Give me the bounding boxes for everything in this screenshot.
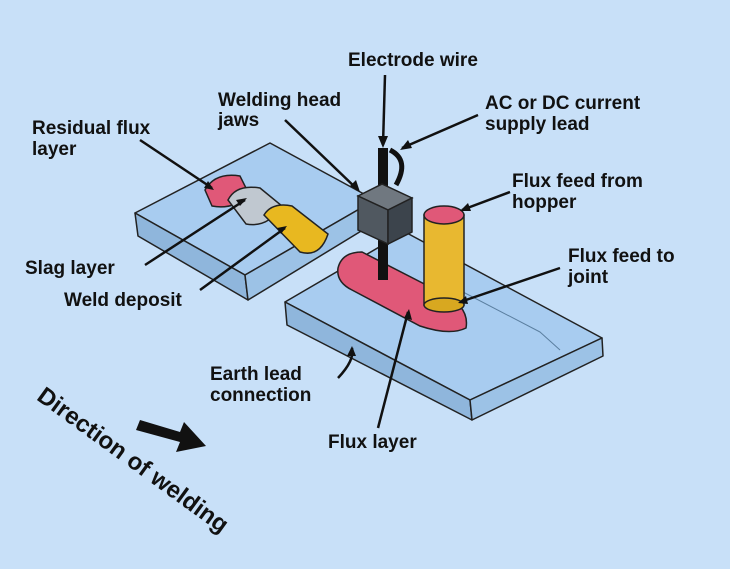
leader-arrowheads — [204, 136, 471, 356]
weld-deposit-bead — [263, 204, 329, 254]
label-earth-lead-line2: connection — [210, 385, 312, 406]
label-residual-flux-line1: Residual flux — [32, 118, 151, 139]
label-supply-lead-line2: supply lead — [485, 114, 590, 135]
label-flux-feed-joint-line1: Flux feed to — [568, 246, 675, 267]
label-flux-feed-joint-line2: joint — [568, 267, 609, 288]
label-flux-feed-hopper-line1: Flux feed from — [512, 171, 643, 192]
label-slag-layer: Slag layer — [25, 258, 115, 279]
label-residual-flux-line2: layer — [32, 139, 77, 160]
label-supply-lead-line1: AC or DC current — [485, 93, 641, 114]
label-welding-head-jaws-line2: jaws — [218, 110, 260, 131]
label-flux-feed-hopper-line2: hopper — [512, 192, 577, 213]
label-weld-deposit: Weld deposit — [64, 290, 182, 311]
label-earth-lead-line1: Earth lead — [210, 364, 302, 385]
label-flux-layer: Flux layer — [328, 432, 417, 453]
supply-lead-hook — [388, 147, 405, 187]
flux-hopper-tube — [423, 205, 465, 313]
welding-head — [356, 183, 414, 246]
direction-arrow — [136, 420, 206, 452]
label-electrode-wire: Electrode wire — [348, 50, 478, 71]
label-welding-head-jaws-line1: Welding head — [218, 90, 342, 111]
